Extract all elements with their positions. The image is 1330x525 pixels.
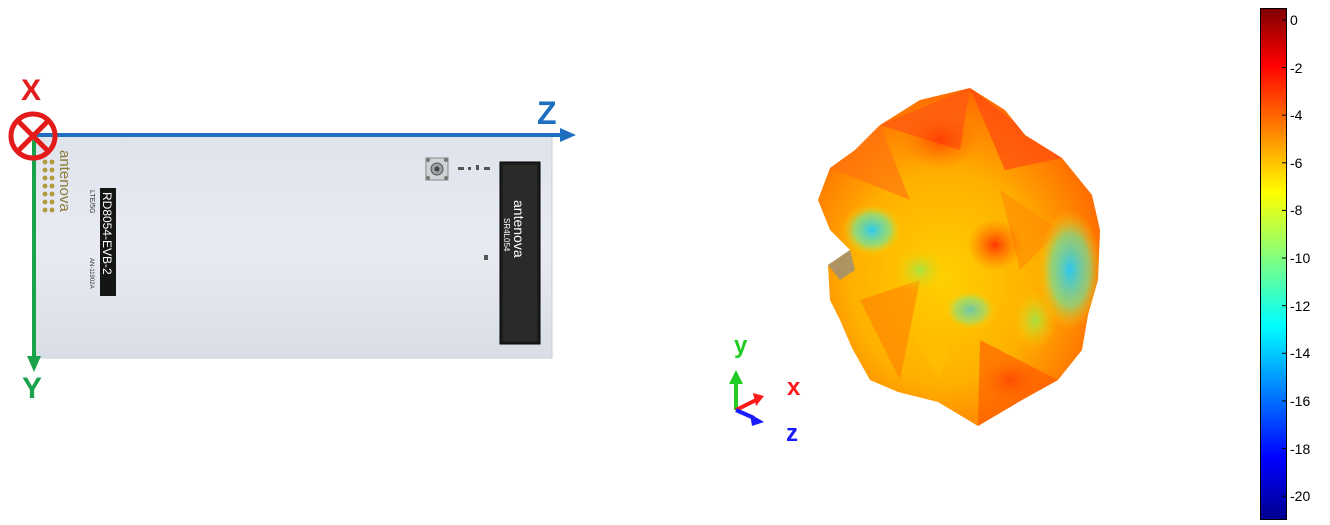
colorbar-tick-label: -16 (1290, 392, 1311, 409)
x-into-page-icon (8, 111, 58, 161)
colorbar (1260, 8, 1287, 520)
small-components (458, 165, 490, 260)
radiation-pattern-svg (818, 88, 1100, 426)
board-sub-text: AN-11902A (88, 258, 94, 289)
sma-connector (425, 157, 449, 181)
pattern-notch (828, 250, 855, 280)
axis-triad-svg (729, 370, 764, 426)
board-y-label: Y (22, 372, 43, 405)
colorbar-gradient (1260, 8, 1287, 520)
colorbar-tick-label: -8 (1290, 202, 1303, 219)
radiation-pattern (800, 80, 1120, 440)
board-z-label: Z (537, 95, 557, 131)
board-svg: antenova LTE/5G RD8054-EVB-2 AN-11902A (8, 111, 576, 372)
triad-z-label: z (786, 420, 798, 447)
colorbar-tick-label: -4 (1290, 107, 1303, 124)
colorbar-tick-label: -14 (1290, 345, 1311, 362)
colorbar-tick-label: 0 (1290, 11, 1298, 28)
triad-y-arrowhead (729, 370, 743, 384)
colorbar-tick-label: -6 (1290, 154, 1303, 171)
board-x-label: X (21, 74, 42, 107)
triad-x-label: x (787, 374, 801, 401)
pcb-board (33, 135, 553, 359)
board-brand-text: antenova (56, 150, 73, 212)
colorbar-tick-label: -18 (1290, 440, 1311, 457)
antenna-chip-top (503, 165, 537, 341)
board-label-box (100, 188, 116, 296)
colorbar-tick-label: -2 (1290, 59, 1303, 76)
board-code-text: LTE/5G (88, 190, 95, 214)
axis-triad: y x z (720, 330, 820, 450)
board-diagram: antenova LTE/5G RD8054-EVB-2 AN-11902A (0, 0, 620, 420)
triad-y-label: y (734, 332, 748, 359)
board-label-text: RD8054-EVB-2 (100, 192, 114, 275)
triad-x-line (735, 398, 757, 412)
triad-x-arrowhead (753, 393, 764, 406)
colorbar-svg (1260, 8, 1287, 520)
colorbar-tickmarks (1282, 19, 1287, 497)
colorbar-tick-label: -12 (1290, 297, 1311, 314)
antenna-part-text: SR4L054 (502, 218, 511, 252)
colorbar-tick-label: -10 (1290, 250, 1311, 267)
z-axis-arrowhead (560, 128, 576, 142)
gold-pads (42, 159, 55, 213)
triad-z-arrowhead (750, 414, 764, 426)
y-axis-arrowhead (27, 356, 41, 372)
colorbar-tick-label: -20 (1290, 488, 1311, 505)
antenna-brand-text: antenova (511, 200, 527, 258)
